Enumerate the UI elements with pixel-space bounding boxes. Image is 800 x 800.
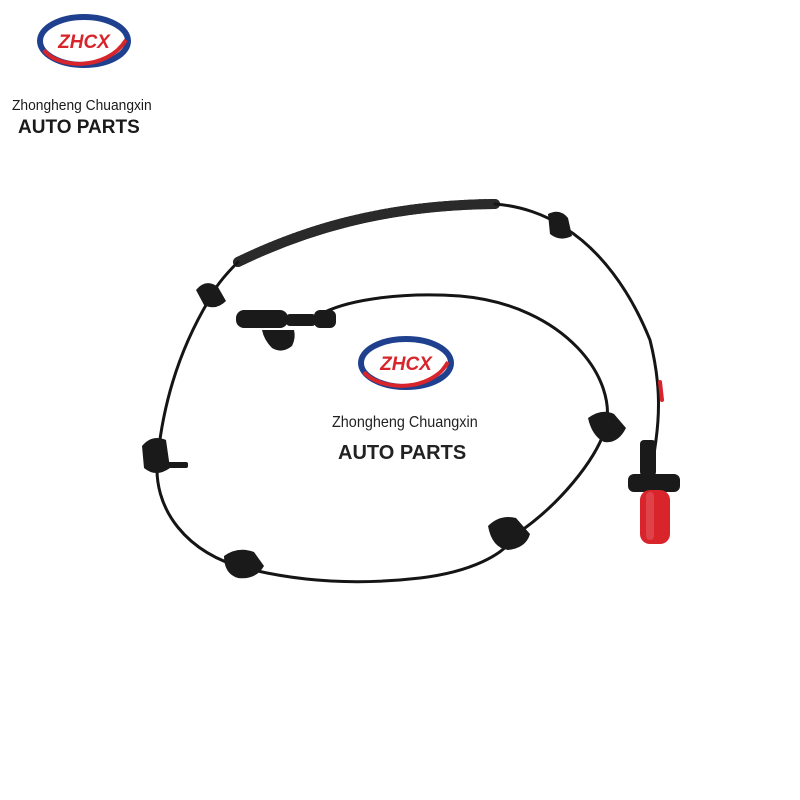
zhcx-logo-icon: ZHCX	[37, 14, 131, 68]
brand-corner: ZHCX Zhongheng Chuangxin AUTO PARTS	[8, 8, 168, 148]
watermark-company-name: Zhongheng Chuangxin	[332, 414, 478, 431]
watermark: ZHCX Zhongheng Chuangxin AUTO PARTS	[330, 330, 490, 470]
brand-tagline: AUTO PARTS	[18, 117, 140, 138]
watermark-tagline: AUTO PARTS	[338, 442, 467, 464]
zhcx-watermark-logo-icon: ZHCX	[358, 336, 454, 390]
watermark-logo-text: ZHCX	[379, 354, 433, 375]
company-name: Zhongheng Chuangxin	[12, 97, 152, 114]
logo-text: ZHCX	[57, 32, 111, 53]
